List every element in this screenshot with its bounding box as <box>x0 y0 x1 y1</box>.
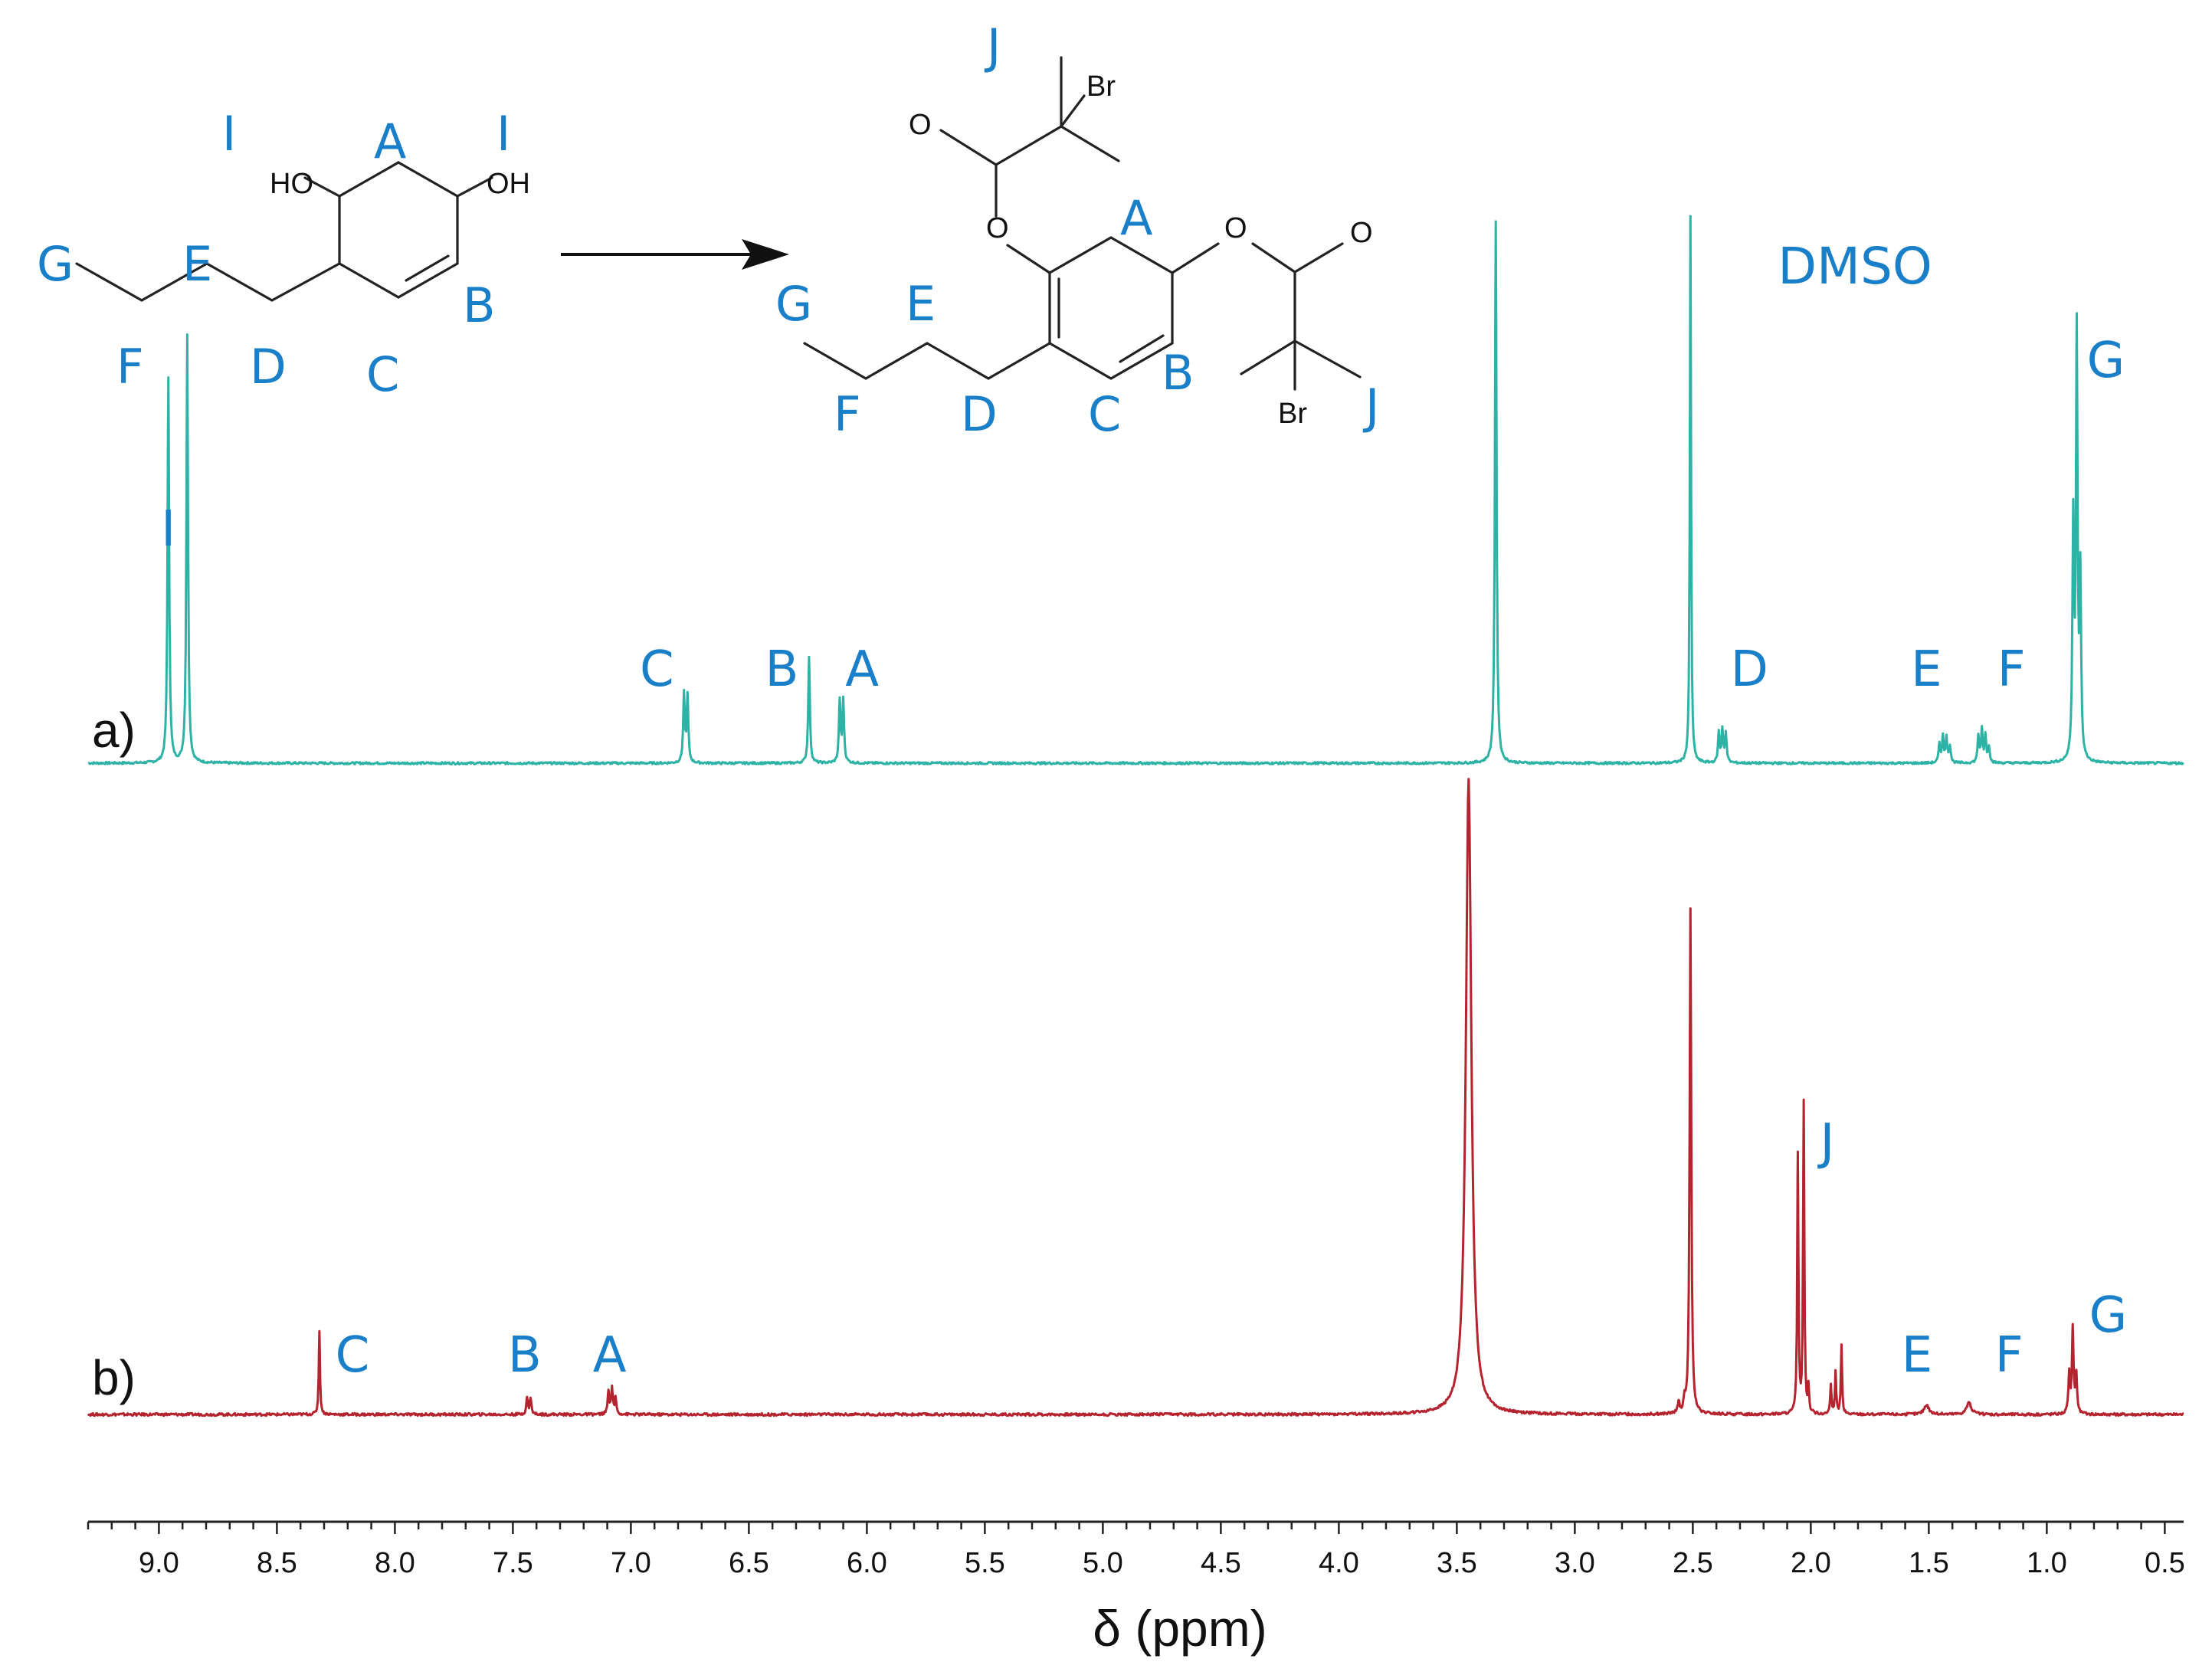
reaction-arrow <box>561 239 789 270</box>
product-o-ester-left: O <box>986 212 1009 244</box>
reactant-label-a: A <box>374 113 406 169</box>
peak-label-a-f: F <box>1997 641 2026 698</box>
x-tick-label: 6.5 <box>729 1547 769 1579</box>
peak-label-a-e: E <box>1911 641 1942 698</box>
reactant-label-g: G <box>37 236 74 292</box>
x-tick-label: 2.5 <box>1673 1547 1713 1579</box>
x-tick-label: 1.0 <box>2027 1547 2067 1579</box>
reactant-label-b: B <box>463 277 496 333</box>
product-label-a: A <box>1120 190 1152 246</box>
reactant-ho-label: HO <box>270 168 313 200</box>
trace-label-a: a) <box>92 703 136 758</box>
product-o-ester-right: O <box>1224 212 1247 244</box>
x-tick-label: 6.0 <box>847 1547 887 1579</box>
reactant-label-i-right: I <box>496 106 510 162</box>
spectra-plot <box>87 215 2184 1418</box>
reactant-structure: HO OH I A I G E B F D C <box>37 106 530 402</box>
product-label-b: B <box>1162 345 1194 401</box>
product-structure: O O Br O O Br J A G E B F D C J <box>775 18 1379 442</box>
x-tick-label: 5.5 <box>965 1547 1005 1579</box>
reactant-label-d: D <box>250 339 287 395</box>
peak-label-a-d: D <box>1731 641 1768 698</box>
product-label-c: C <box>1088 386 1121 442</box>
peak-label-b-b: B <box>508 1327 542 1384</box>
peak-label-b-a: A <box>593 1327 627 1384</box>
x-tick-label: 3.5 <box>1437 1547 1477 1579</box>
series-line-b <box>87 778 2184 1418</box>
product-label-g: G <box>775 276 812 332</box>
product-br-top: Br <box>1086 70 1116 103</box>
x-tick-label: 7.5 <box>493 1547 533 1579</box>
peak-label-a-g: G <box>2087 333 2125 389</box>
x-tick-label: 8.0 <box>375 1547 415 1579</box>
product-label-j-bottom: J <box>1362 379 1379 434</box>
product-label-j-top: J <box>984 18 1001 74</box>
x-tick-label: 3.0 <box>1555 1547 1595 1579</box>
product-br-bottom: Br <box>1278 398 1307 430</box>
x-tick-label: 2.0 <box>1791 1547 1831 1579</box>
peak-label-b-j: J <box>1817 1114 1834 1171</box>
reactant-label-f: F <box>116 339 144 395</box>
product-label-f: F <box>834 386 861 442</box>
peak-label-a-b: B <box>765 641 799 698</box>
series-line-a <box>87 215 2184 765</box>
x-tick-label: 8.5 <box>257 1547 297 1579</box>
product-o-carbonyl-left: O <box>909 109 932 141</box>
x-tick-label: 0.5 <box>2145 1547 2185 1579</box>
product-label-e: E <box>906 276 936 332</box>
x-tick-label: 5.0 <box>1083 1547 1123 1579</box>
trace-label-b: b) <box>92 1350 136 1405</box>
x-axis-title: δ (ppm) <box>1093 1600 1267 1657</box>
peak-label-a-c: C <box>640 641 674 698</box>
product-label-d: D <box>961 386 998 442</box>
reactant-label-c: C <box>366 346 399 402</box>
product-o-carbonyl-right: O <box>1350 217 1373 249</box>
x-axis: 9.0 8.5 8.0 7.5 7.0 6.5 6.0 5.5 5.0 4.5 4.0 3.5 3.0 2… <box>87 1520 2185 1579</box>
x-tick-label: 4.5 <box>1201 1547 1241 1579</box>
peak-label-a-i: I <box>161 501 175 558</box>
peak-label-a-dmso: DMSO <box>1778 237 1932 296</box>
x-tick-label: 4.0 <box>1319 1547 1359 1579</box>
peak-label-b-g: G <box>2089 1287 2128 1344</box>
peak-label-b-f: F <box>1995 1327 2024 1384</box>
peak-label-b-c: C <box>336 1327 370 1384</box>
reactant-label-i-left: I <box>222 106 236 162</box>
x-tick-label: 1.5 <box>1909 1547 1949 1579</box>
x-tick-label: 7.0 <box>611 1547 651 1579</box>
peak-label-a-a: A <box>845 641 879 698</box>
reactant-label-e: E <box>182 236 212 292</box>
x-tick-label: 9.0 <box>139 1547 179 1579</box>
reactant-oh-label: OH <box>487 168 530 200</box>
peak-label-b-e: E <box>1902 1327 1932 1384</box>
